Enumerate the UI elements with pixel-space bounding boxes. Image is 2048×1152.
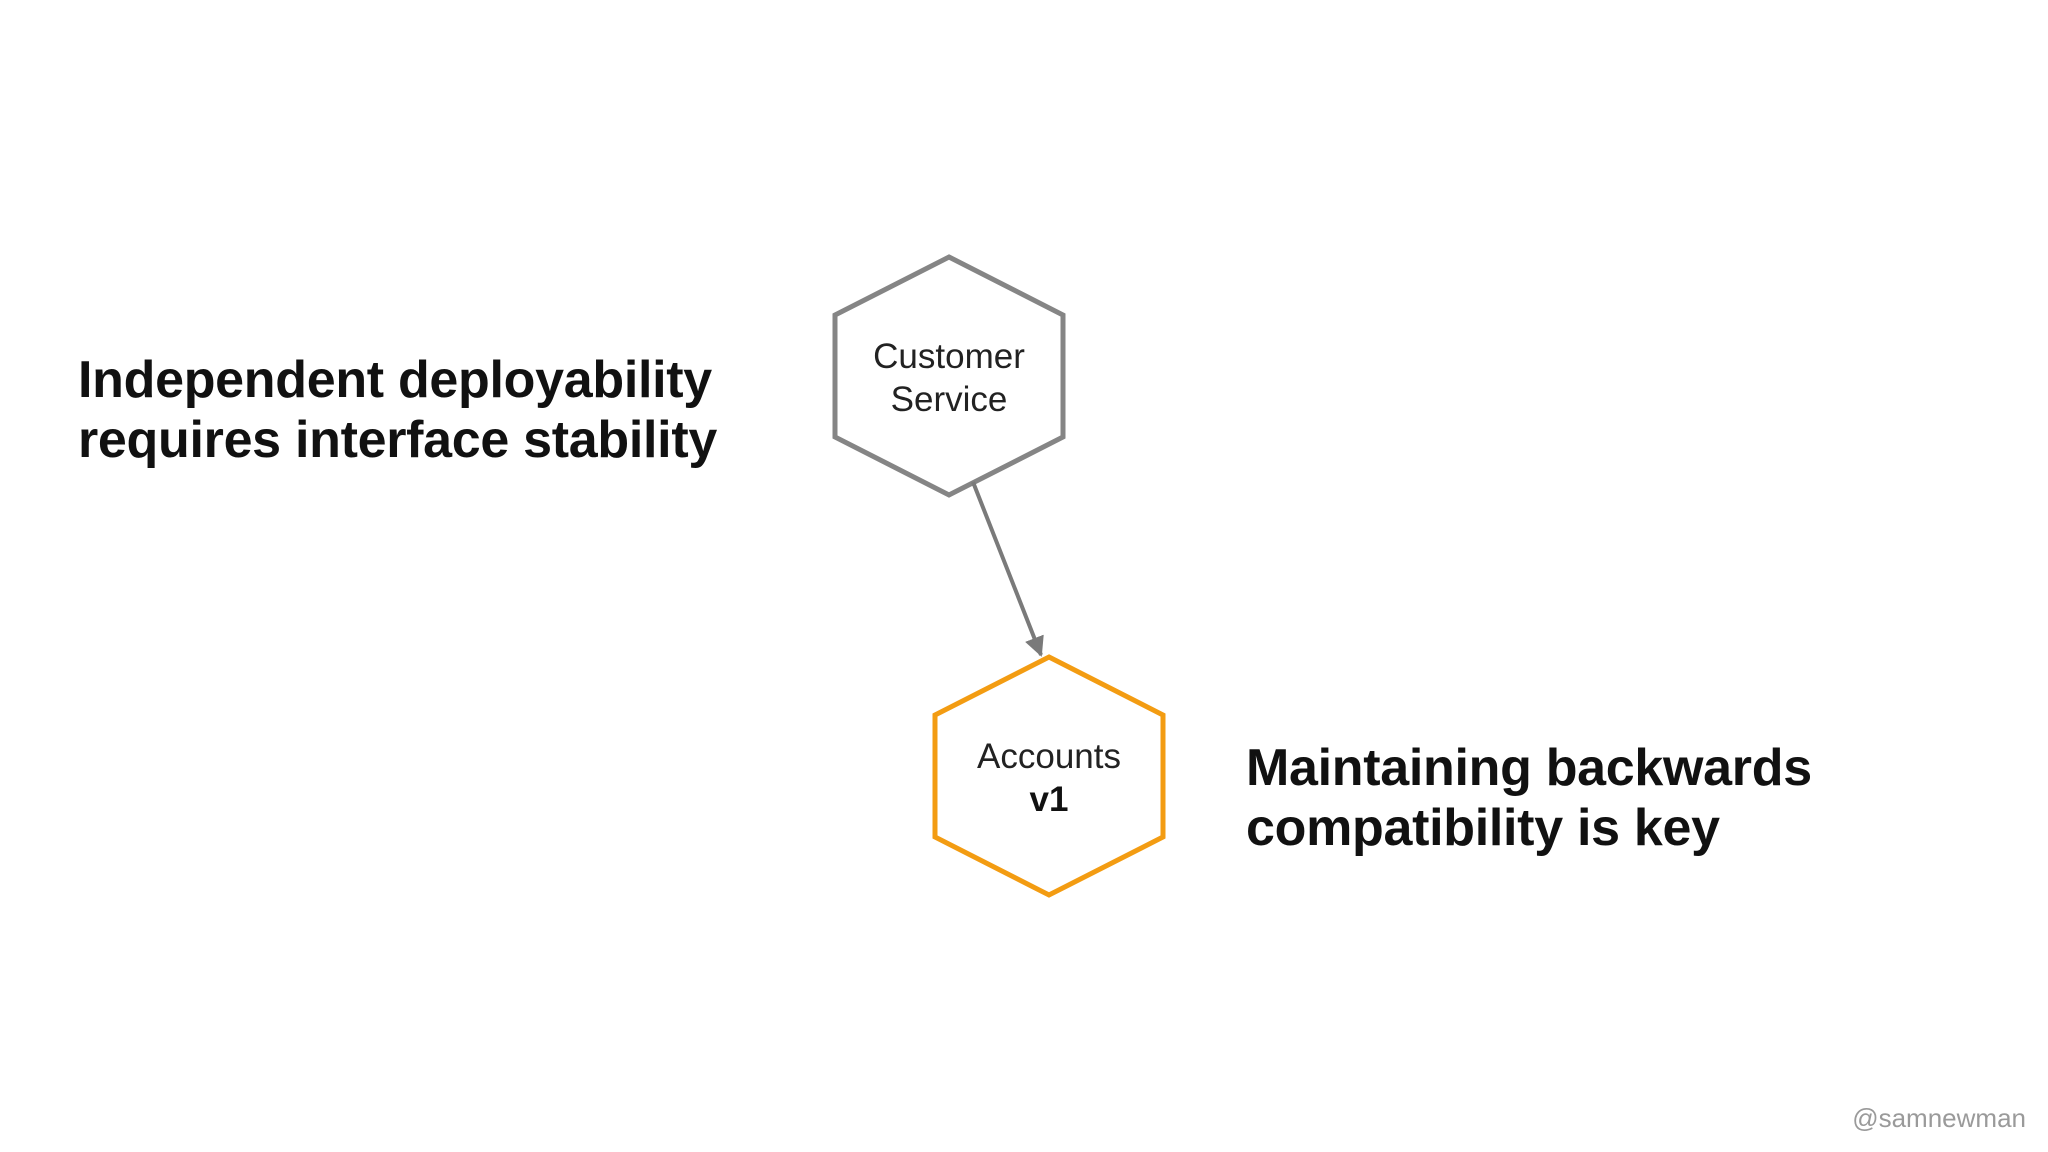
accounts-label: Accounts <box>977 737 1121 776</box>
customer-service-label-line-1: Customer <box>873 337 1025 376</box>
customer-service-hexagon <box>832 254 1066 498</box>
accounts-version-label: v1 <box>1030 780 1069 819</box>
left-statement-line-1: Independent deployability <box>78 351 712 409</box>
author-handle: @samnewman <box>1852 1103 2026 1133</box>
dependency-arrow <box>971 481 1044 657</box>
right-statement-line-1: Maintaining backwards <box>1246 739 1812 797</box>
customer-service-label-line-2: Service <box>891 380 1008 419</box>
left-statement: Independent deployability requires inter… <box>78 350 717 470</box>
accounts-node: Accounts v1 <box>932 654 1166 898</box>
right-statement: Maintaining backwards compatibility is k… <box>1246 738 1812 858</box>
customer-service-node: Customer Service <box>832 254 1066 498</box>
accounts-hexagon <box>932 654 1166 898</box>
right-statement-line-2: compatibility is key <box>1246 799 1720 857</box>
left-statement-line-2: requires interface stability <box>78 411 717 469</box>
